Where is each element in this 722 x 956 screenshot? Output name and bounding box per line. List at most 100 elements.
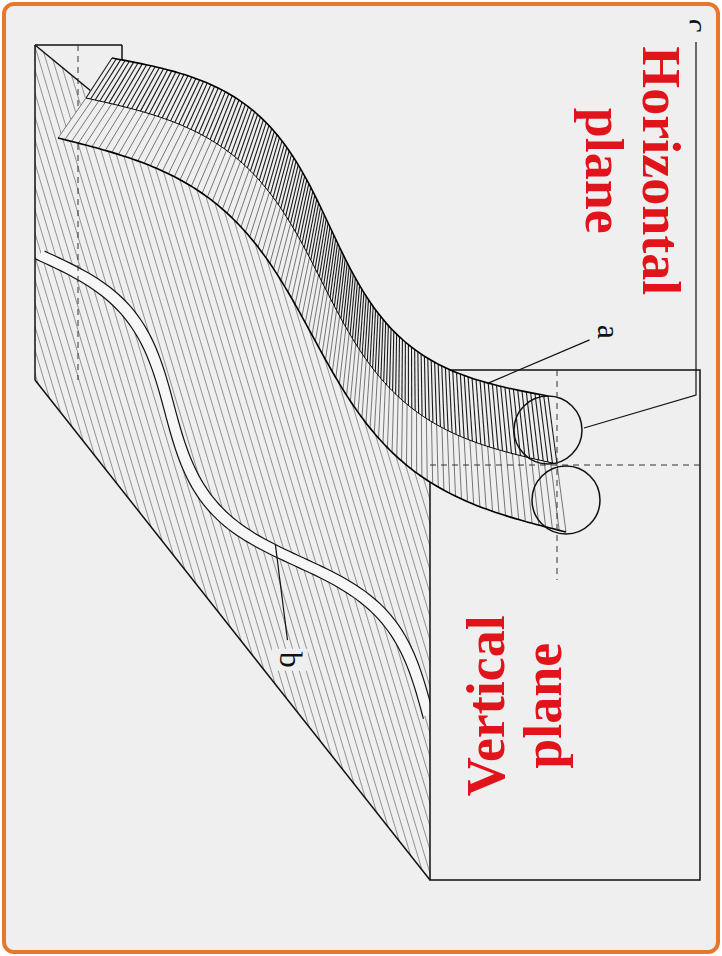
hatch-line: [0, 0, 147, 956]
hatch-line: [358, 355, 363, 413]
axis-dashed-line: [430, 465, 700, 466]
hatch-line: [145, 70, 168, 113]
axis-dashed-line: [557, 370, 558, 580]
hatch-line: [354, 349, 359, 406]
hatch-line: [437, 425, 439, 487]
hatch-line: [118, 112, 143, 155]
hatch-line: [464, 376, 468, 440]
hatch-line: [175, 0, 462, 956]
leader-line: [275, 545, 287, 641]
hatch-line: [379, 379, 382, 438]
label-holder: Horizontal plane: [574, 20, 689, 320]
hatch-line: [392, 392, 394, 452]
hatch-line: [421, 415, 422, 477]
plane-label: Horizontal plane: [574, 20, 689, 320]
hatch-line: [0, 0, 56, 956]
hatch-line: [721, 0, 722, 956]
hatch-line: [253, 126, 269, 174]
ribbon-surface: [58, 58, 566, 532]
hatch-line: [312, 281, 322, 335]
cross-section-circle: [514, 396, 582, 464]
hatch-line: [539, 394, 548, 462]
hatch-line: [144, 120, 167, 164]
hatch-line: [112, 110, 137, 152]
label-holder: a: [590, 322, 626, 342]
hatch-line: [453, 371, 456, 434]
label-holder: Vertical plane: [457, 590, 572, 820]
hatch-line: [406, 404, 408, 465]
hatch-line: [557, 464, 566, 532]
hatch-line: [309, 275, 319, 329]
hatch-line: [442, 428, 444, 491]
end-plane: [430, 370, 700, 880]
hatch-line: [114, 63, 139, 104]
hatch-line: [438, 364, 440, 427]
hatch-line: [472, 378, 477, 442]
hatch-line: [417, 352, 419, 413]
ribbon-top-hatching: [86, 58, 557, 464]
hatch-line: [464, 438, 467, 502]
wave-band: [40, 255, 428, 715]
start-plane-edge: [34, 45, 36, 380]
hatch-line: [421, 354, 422, 416]
hatch-line: [112, 0, 399, 956]
hatch-line: [78, 102, 105, 143]
hatch-line: [304, 195, 315, 247]
hatch-line: [700, 0, 722, 956]
hatch-line: [322, 299, 330, 354]
hatch-line: [72, 101, 99, 142]
hatch-line: [292, 246, 304, 298]
hatch-line: [332, 316, 339, 372]
hatch-line: [374, 374, 377, 433]
hatch-line: [398, 337, 400, 397]
hatch-line: [428, 358, 430, 420]
hatch-line: [476, 380, 481, 445]
hatch-line: [387, 326, 389, 385]
hatch-line: [136, 68, 159, 110]
ribbon-edge: [86, 98, 557, 464]
hatch-line: [350, 344, 355, 401]
hatch-line: [535, 394, 543, 461]
hatch-line: [458, 435, 461, 499]
hatch-line: [397, 396, 398, 456]
hatch-line: [416, 412, 417, 473]
hatch-line: [468, 377, 472, 441]
hatch-line: [132, 67, 156, 109]
hatch-line: [319, 293, 328, 348]
hatch-line: [123, 65, 147, 107]
hatch-line: [435, 362, 437, 424]
hatch-line: [299, 258, 310, 311]
hatch-line: [161, 0, 448, 956]
hatch-line: [352, 282, 357, 339]
hatch-line: [401, 340, 403, 400]
hatch-line: [411, 347, 412, 408]
hatch-line: [449, 369, 452, 432]
hatch-line: [336, 322, 343, 378]
hatch-line: [707, 0, 722, 956]
hatch-line: [0, 0, 35, 956]
hatch-line: [315, 287, 324, 341]
hatch-line: [104, 61, 129, 102]
hatch-line: [65, 99, 93, 139]
hatch-line: [350, 278, 355, 335]
hatch-line: [273, 148, 287, 198]
hatch-line: [131, 116, 155, 159]
hatch-line: [302, 191, 313, 243]
hatch-line: [401, 400, 403, 460]
hatch-line: [373, 310, 376, 368]
hatch-line: [506, 452, 512, 518]
hatch-line: [494, 448, 499, 513]
hatch-line: [525, 457, 532, 524]
hatch-line: [383, 384, 385, 443]
hatch-line: [325, 304, 333, 359]
hatch-line: [291, 172, 303, 223]
hatch-line: [375, 313, 378, 372]
hatch-line: [0, 0, 28, 956]
hatch-line: [408, 345, 409, 406]
hatch-line: [58, 98, 86, 138]
picture-frame: [4, 4, 718, 952]
part-letter: a: [590, 322, 626, 342]
hatch-line: [149, 71, 172, 114]
hatch-line: [0, 0, 14, 956]
